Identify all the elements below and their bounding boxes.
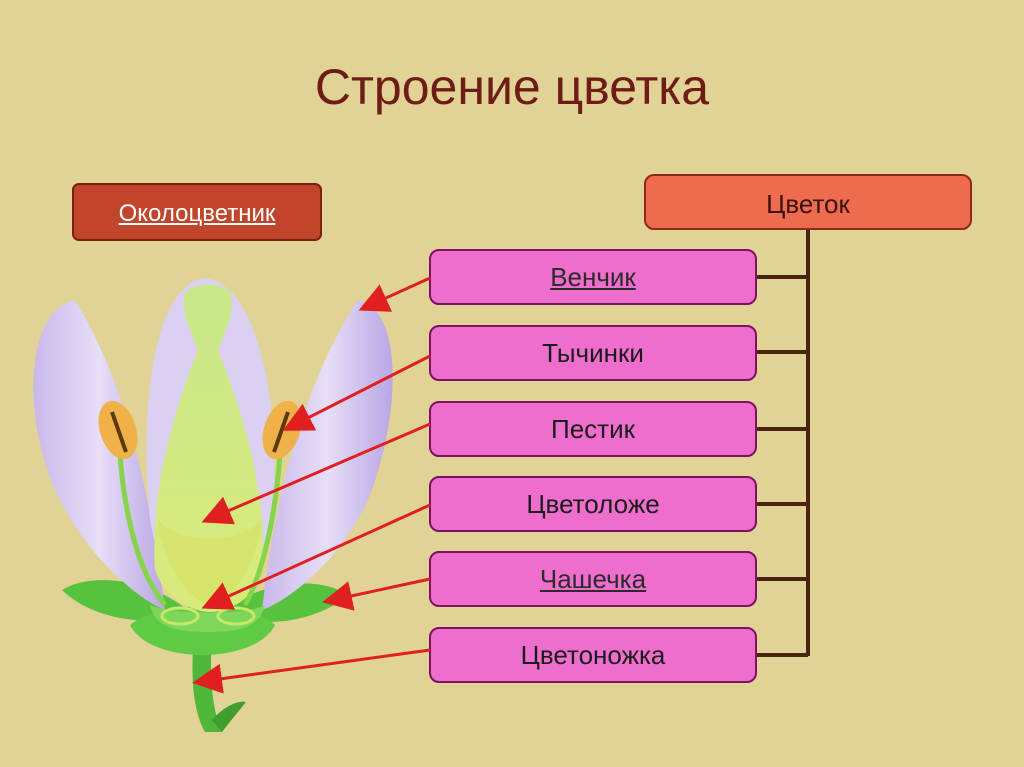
root-node-flower: Цветок <box>644 174 972 230</box>
part-corolla[interactable]: Венчик <box>429 249 757 305</box>
part-stamens: Тычинки <box>429 325 757 381</box>
slide-title: Строение цветка <box>314 59 710 115</box>
flower-illustration <box>33 278 393 732</box>
part-calyx[interactable]: Чашечка <box>429 551 757 607</box>
perianth-link[interactable]: Околоцветник <box>72 183 322 241</box>
part-pedicel: Цветоножка <box>429 627 757 683</box>
part-receptacle: Цветоложе <box>429 476 757 532</box>
tree-connector <box>757 230 810 657</box>
part-pistil: Пестик <box>429 401 757 457</box>
pointer-arrows <box>192 276 431 694</box>
left-anther <box>98 400 138 460</box>
